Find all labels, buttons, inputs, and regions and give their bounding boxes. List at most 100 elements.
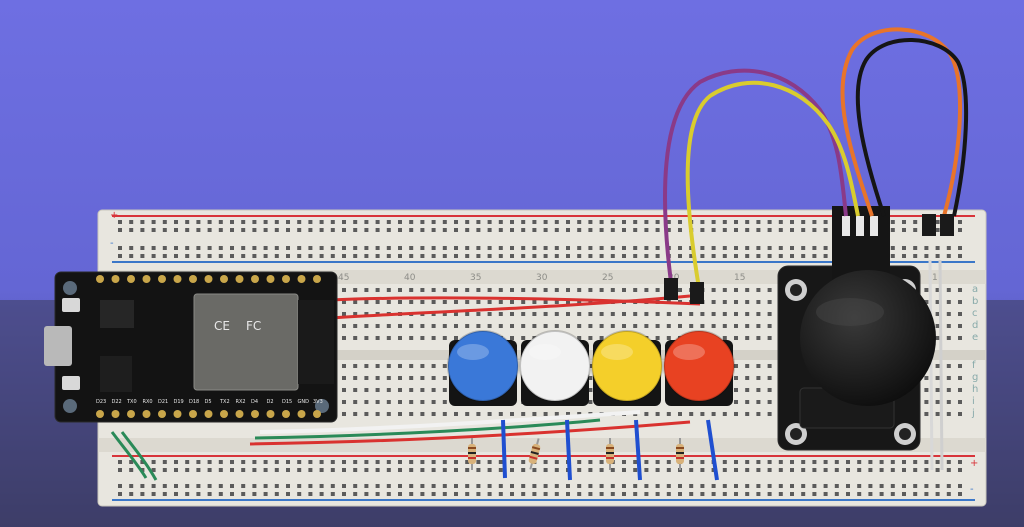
breadboard-hole [319, 468, 324, 472]
breadboard-hole [622, 468, 626, 472]
breadboard-hole [207, 492, 212, 496]
breadboard-hole [162, 220, 167, 224]
esp32-pin [220, 410, 228, 418]
breadboard-hole [577, 220, 582, 224]
breadboard-hole [778, 460, 783, 464]
breadboard-hole [958, 388, 962, 392]
breadboard-hole [868, 468, 873, 472]
breadboard-hole [353, 228, 358, 232]
breadboard-hole [263, 254, 268, 258]
breadboard-hole [476, 484, 481, 488]
breadboard-hole [666, 228, 671, 232]
esp32-pin [127, 275, 135, 283]
breadboard-hole [409, 468, 414, 472]
breadboard-hole [700, 312, 705, 316]
push-button-white [519, 330, 591, 406]
breadboard-hole [140, 484, 145, 488]
breadboard-hole [476, 228, 481, 232]
resistors [468, 438, 684, 470]
breadboard-hole [790, 246, 794, 250]
breadboard-hole [342, 324, 346, 328]
breadboard-hole [364, 388, 369, 392]
breadboard-hole [778, 484, 783, 488]
esp32-pin [111, 410, 120, 418]
breadboard-hole [498, 484, 503, 488]
column-number: 45 [338, 273, 349, 283]
breadboard-hole [420, 336, 425, 340]
breadboard-hole [678, 246, 682, 250]
breadboard-hole [812, 492, 817, 496]
breadboard-hole [734, 388, 738, 392]
breadboard-hole [734, 220, 738, 224]
breadboard-hole [342, 254, 346, 258]
breadboard-hole [745, 312, 750, 316]
esp32-pin [173, 275, 182, 283]
breadboard-hole [633, 484, 638, 488]
breadboard-hole [230, 468, 234, 472]
breadboard-hole [823, 492, 828, 496]
breadboard-hole [700, 468, 705, 472]
breadboard-hole [633, 492, 638, 496]
breadboard-hole [476, 246, 481, 250]
breadboard-hole [364, 336, 369, 340]
breadboard-hole [700, 460, 705, 464]
row-letter: d [972, 320, 979, 331]
breadboard-hole [442, 400, 447, 404]
esp32-pin [251, 275, 259, 283]
rail-minus-bottom-right: - [970, 484, 974, 495]
breadboard-hole [442, 324, 447, 328]
breadboard-hole [487, 312, 492, 316]
breadboard-hole [543, 246, 548, 250]
breadboard-hole [330, 228, 335, 232]
breadboard-hole [756, 324, 761, 328]
breadboard-hole [140, 220, 145, 224]
breadboard-hole [521, 220, 526, 224]
breadboard-hole [890, 254, 895, 258]
breadboard-hole [252, 220, 257, 224]
breadboard-hole [431, 400, 436, 404]
breadboard-hole [521, 460, 526, 464]
breadboard-hole [207, 460, 212, 464]
rail-plus-bottom-right: + [970, 458, 979, 469]
breadboard-hole [140, 254, 145, 258]
breadboard-hole [767, 388, 772, 392]
breadboard-hole [599, 336, 604, 340]
breadboard-hole [342, 412, 346, 416]
breadboard-hole [510, 254, 514, 258]
breadboard-hole [633, 324, 638, 328]
breadboard-hole [521, 254, 526, 258]
breadboard-hole [431, 460, 436, 464]
breadboard-hole [767, 412, 772, 416]
breadboard-hole [521, 300, 526, 304]
breadboard-hole [476, 492, 481, 496]
breadboard-hole [622, 254, 626, 258]
breadboard-hole [487, 468, 492, 472]
breadboard-hole [510, 324, 514, 328]
esp32-pin [235, 275, 244, 283]
breadboard-hole [946, 400, 951, 404]
breadboard-hole [386, 376, 391, 380]
breadboard-hole [241, 468, 246, 472]
esp32-pin [158, 275, 166, 283]
esp32-pin [235, 410, 244, 418]
breadboard-hole [756, 228, 761, 232]
breadboard-hole [566, 246, 570, 250]
breadboard-hole [610, 492, 615, 496]
breadboard-hole [207, 468, 212, 472]
breadboard-hole [890, 492, 895, 496]
breadboard-hole [297, 228, 302, 232]
breadboard-hole [734, 376, 738, 380]
breadboard-hole [554, 246, 559, 250]
esp32-pin-label: D23 [96, 399, 106, 405]
breadboard-hole [151, 492, 156, 496]
breadboard-hole [588, 364, 593, 368]
breadboard-hole [162, 492, 167, 496]
breadboard-hole [902, 468, 906, 472]
esp32-pin-label: D21 [158, 399, 168, 405]
breadboard-hole [700, 412, 705, 416]
breadboard-hole [151, 246, 156, 250]
resistor [528, 438, 541, 470]
breadboard-hole [958, 288, 962, 292]
breadboard-hole [375, 388, 380, 392]
breadboard-hole [521, 484, 526, 488]
